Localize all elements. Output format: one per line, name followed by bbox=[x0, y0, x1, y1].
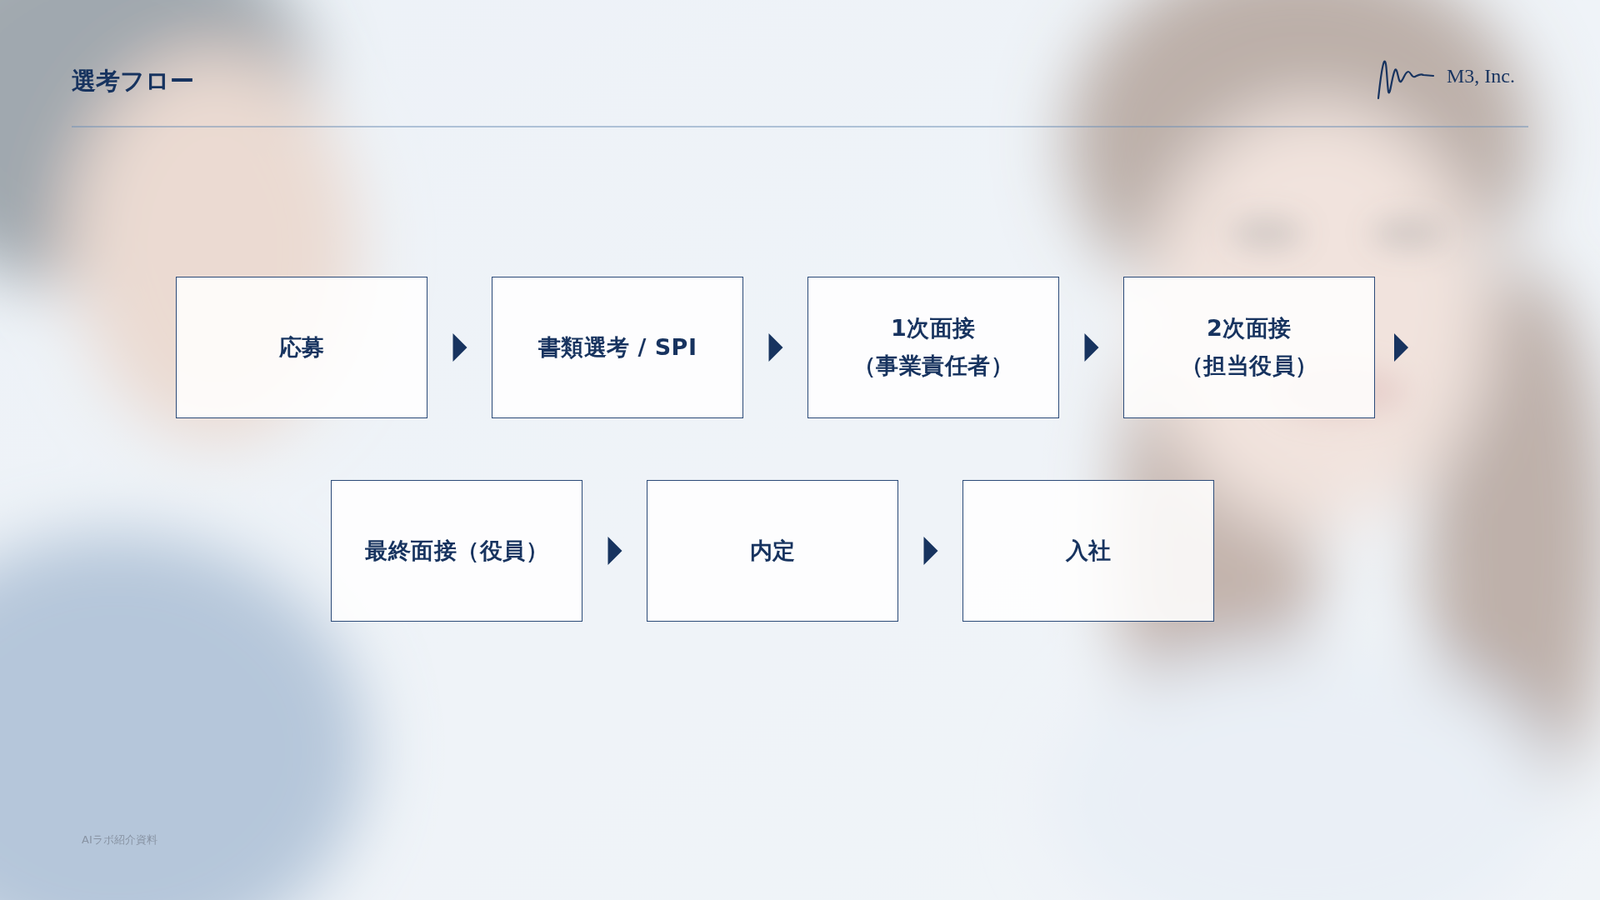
flow-arrow bbox=[1059, 333, 1124, 362]
flow-arrow bbox=[898, 536, 963, 565]
flow-arrow bbox=[582, 536, 647, 565]
company-logo-text: M3, Inc. bbox=[1446, 65, 1515, 88]
arrow-head bbox=[1085, 333, 1100, 362]
footer-note: AIラボ紹介資料 bbox=[81, 832, 158, 848]
arrow-head bbox=[769, 333, 784, 362]
step-label: 書類選考 / SPI bbox=[538, 329, 698, 367]
arrow-head bbox=[608, 536, 623, 565]
process-box: 内定 bbox=[646, 480, 899, 622]
process-box: 1次面接 （事業責任者） bbox=[807, 276, 1060, 419]
logo-mark bbox=[1378, 61, 1434, 99]
arrow-head bbox=[1394, 333, 1409, 362]
step-label: 応募 bbox=[279, 329, 325, 367]
process-box: 書類選考 / SPI bbox=[491, 276, 744, 419]
arrow-head bbox=[924, 536, 939, 565]
step-label: 2次面接 （担当役員） bbox=[1149, 310, 1350, 385]
flow-arrow bbox=[743, 333, 808, 362]
arrow-head bbox=[453, 333, 468, 362]
process-box: 2次面接 （担当役員） bbox=[1123, 276, 1375, 419]
header-rule bbox=[71, 126, 1529, 128]
step-label: 最終面接（役員） bbox=[365, 532, 549, 570]
step-label: 入社 bbox=[1065, 532, 1112, 570]
step-label: 1次面接 （事業責任者） bbox=[833, 310, 1034, 385]
process-box: 最終面接（役員） bbox=[330, 480, 583, 622]
page-title: 選考フロー bbox=[71, 65, 195, 99]
process-box: 応募 bbox=[175, 276, 428, 419]
process-box: 入社 bbox=[962, 480, 1215, 622]
flow-arrow bbox=[427, 333, 492, 362]
step-label: 内定 bbox=[750, 532, 796, 570]
